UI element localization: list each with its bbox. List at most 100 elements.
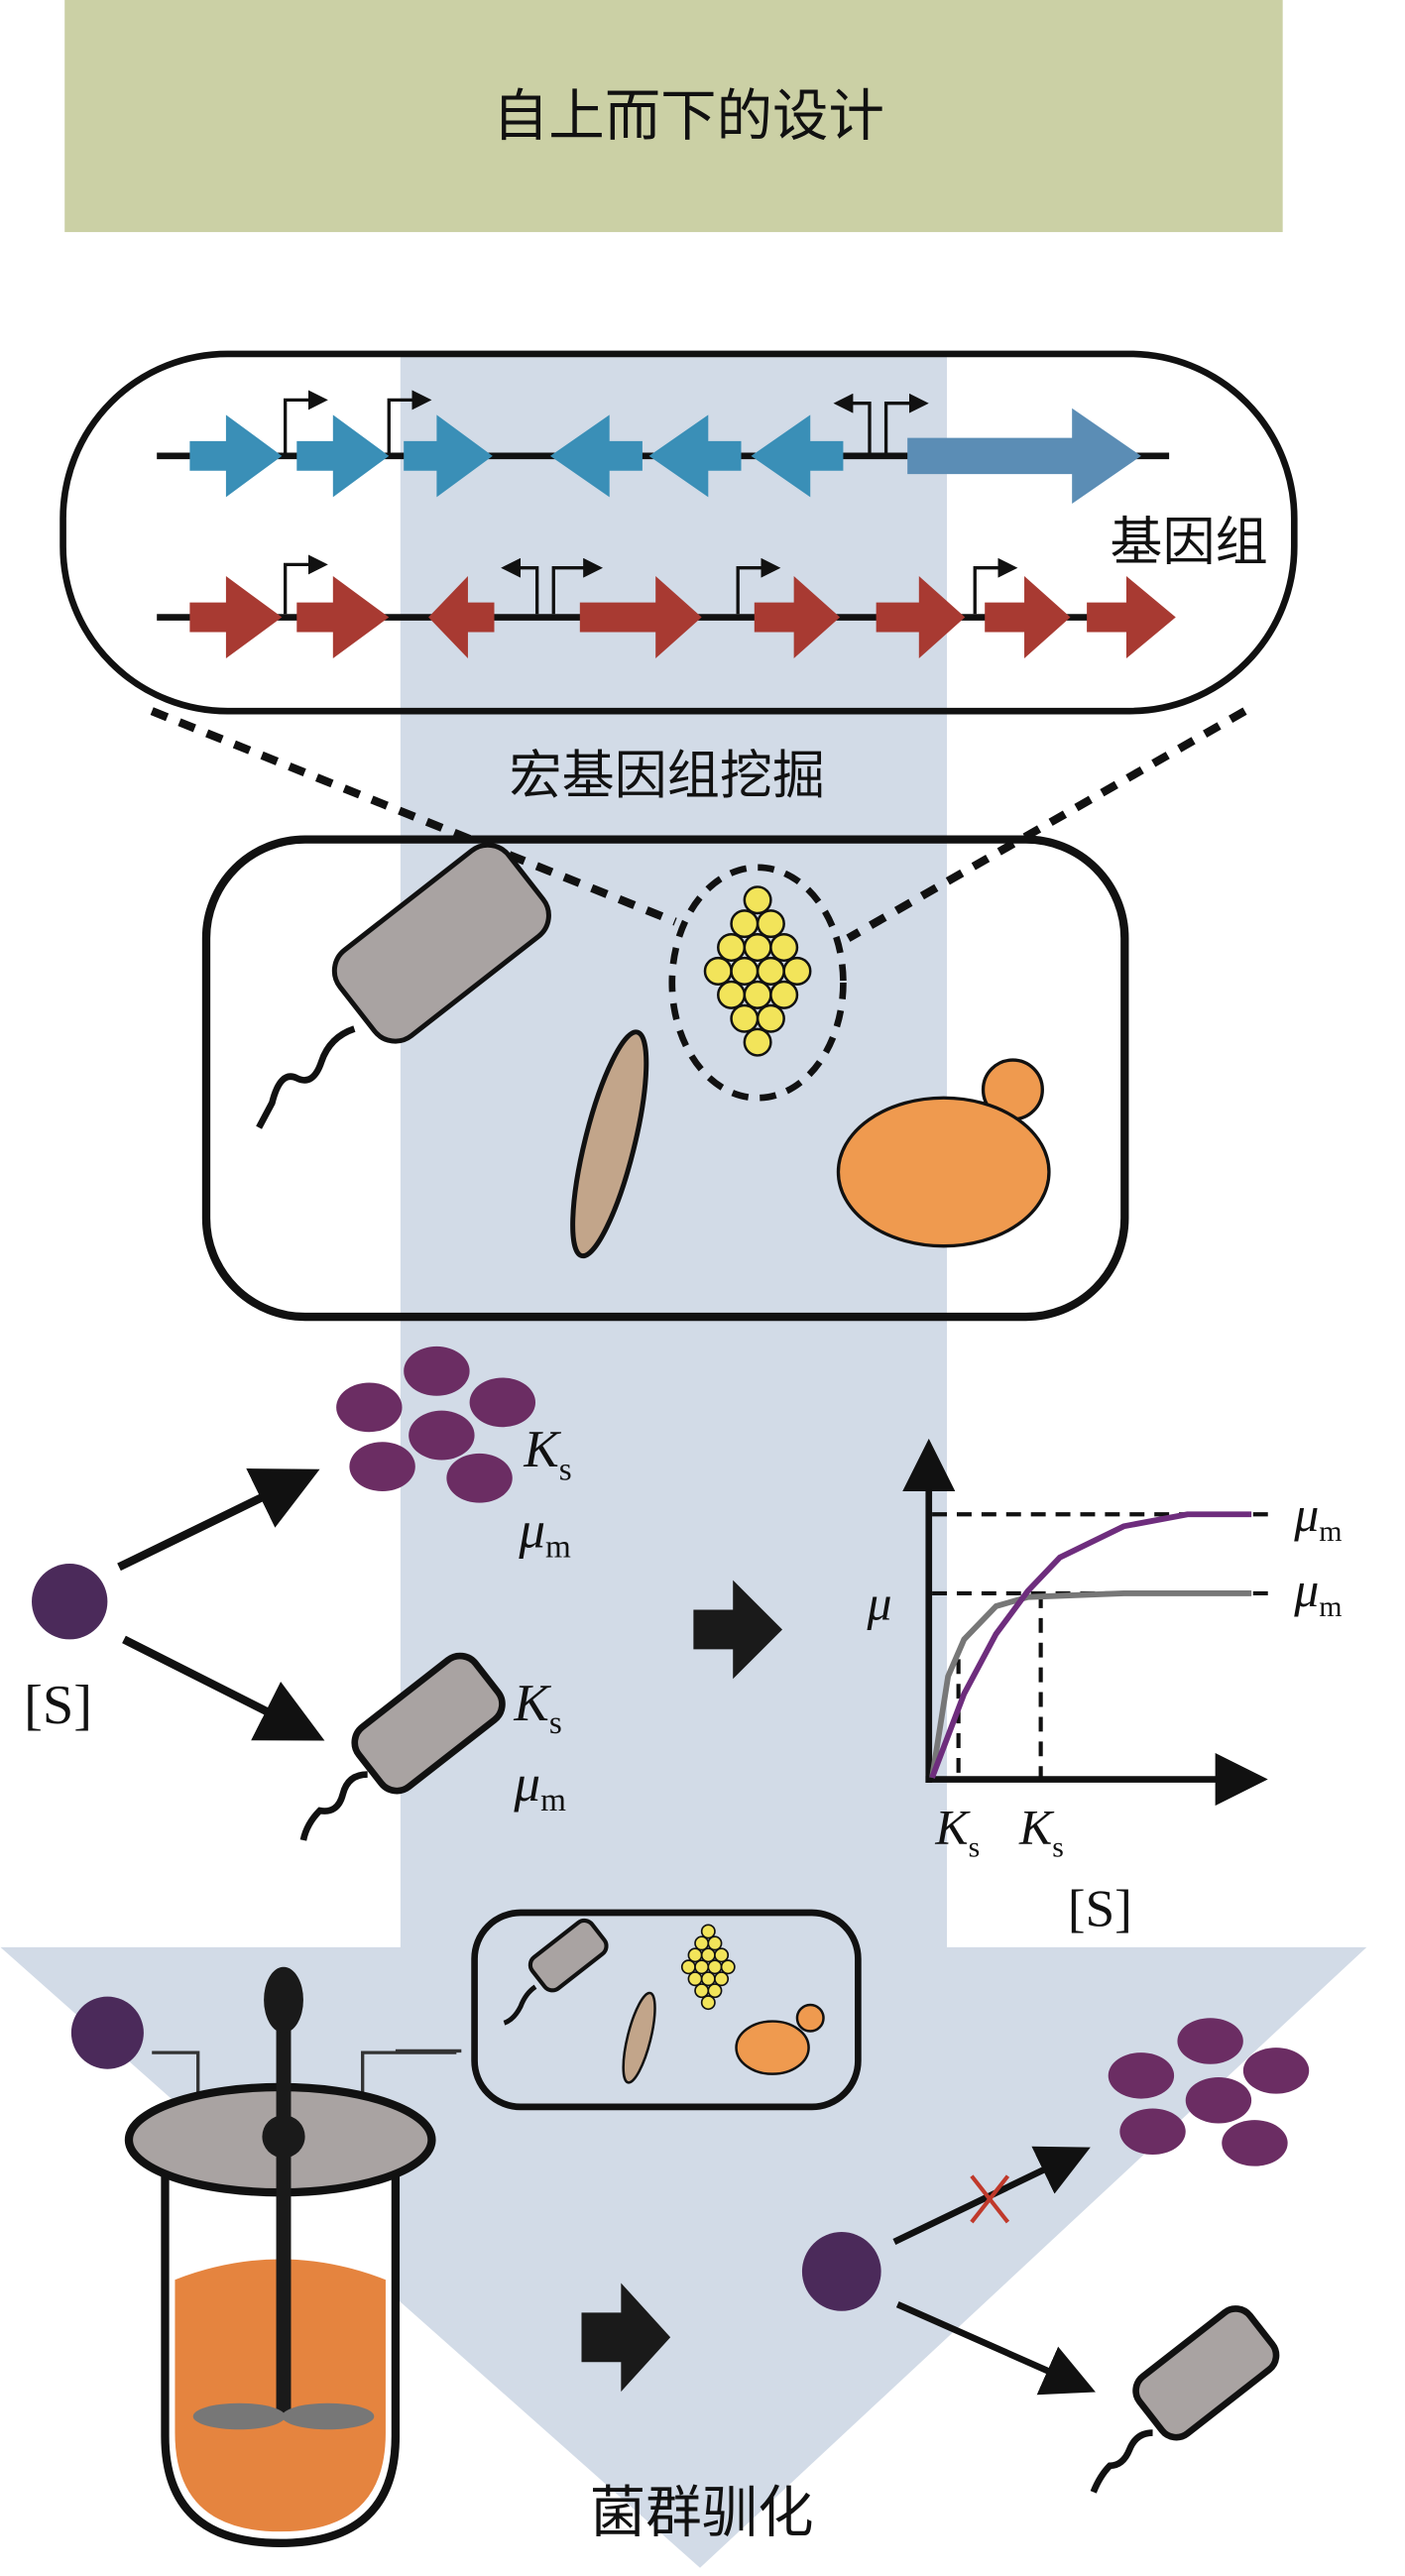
purple-cluster xyxy=(336,1346,536,1503)
coccus-cell xyxy=(743,933,772,963)
gene-arrow xyxy=(1087,576,1176,659)
coccus-cell xyxy=(782,956,812,986)
monod-chart: μ [S] Ks Ks μm μm xyxy=(866,1438,1343,1937)
series-line-purple xyxy=(929,1511,1252,1779)
gene-arrow xyxy=(754,576,841,659)
workflow-band-arrow xyxy=(0,353,1367,2568)
genome-row-1 xyxy=(157,390,1170,504)
coccus-cell xyxy=(743,885,772,915)
enrichment-label: 菌群驯化 xyxy=(590,2481,814,2545)
coccus-cell xyxy=(700,1947,716,1963)
svg-text:Ks: Ks xyxy=(523,1421,571,1487)
promoter-icon xyxy=(833,393,872,453)
y-axis-label: μ xyxy=(866,1577,891,1631)
gene-arrow xyxy=(404,414,493,498)
promoter-icon xyxy=(387,390,432,453)
coccus-cell xyxy=(700,1995,716,2011)
community-capsule xyxy=(201,835,1129,1322)
bioreactor xyxy=(124,1966,436,2547)
coccus-cell xyxy=(743,980,772,1009)
promoter-icon xyxy=(736,557,781,615)
promoter-icon xyxy=(501,557,539,615)
coccus-cluster xyxy=(703,885,812,1057)
genome-capsule xyxy=(59,350,1298,715)
flagellated-bacterium xyxy=(1090,2305,1280,2494)
series-label-gray: μm xyxy=(1293,1563,1342,1623)
inoculum-community-box xyxy=(471,1909,862,2111)
arrow-to-bacterium xyxy=(895,2301,1096,2396)
substrate-label: [S] xyxy=(24,1675,92,1736)
substrate-dot xyxy=(70,1996,144,2069)
coccus-cell xyxy=(694,1959,710,1975)
coccus-cell xyxy=(769,933,799,963)
coccus-cell xyxy=(756,1003,785,1033)
header-banner xyxy=(64,0,1283,233)
promoter-icon xyxy=(284,554,328,615)
mu-label-2: μm xyxy=(513,1755,566,1818)
coccus-cell xyxy=(700,1924,716,1939)
series-line-gray xyxy=(929,1590,1252,1779)
gene-arrow xyxy=(579,576,702,659)
coccus-cell xyxy=(707,1935,723,1951)
coccus-cell xyxy=(730,956,760,986)
coccus-cell xyxy=(769,980,799,1009)
coccus-cell xyxy=(756,909,785,939)
block-arrow xyxy=(693,1580,783,1680)
genome-row-2 xyxy=(157,554,1176,659)
arrow-to-bacterium xyxy=(122,1635,325,1741)
promoter-icon xyxy=(883,393,929,453)
gene-arrow xyxy=(428,576,495,659)
coccus-cell xyxy=(707,1959,723,1975)
coccus-cell xyxy=(707,1983,723,1999)
gene-arrow xyxy=(876,576,966,659)
gene-arrow xyxy=(549,414,643,498)
gene-arrow xyxy=(751,414,844,498)
substrate-dot xyxy=(801,2232,881,2311)
arrow-to-cluster xyxy=(117,1468,320,1572)
gene-arrow-long xyxy=(907,408,1141,504)
promoter-icon xyxy=(284,390,328,453)
coccus-cell xyxy=(680,1959,696,1975)
metagenome-label: 宏基因组挖掘 xyxy=(509,745,825,806)
blocked-cross-icon xyxy=(970,2174,1010,2224)
coccus-cell xyxy=(694,1983,710,1999)
gene-arrow xyxy=(189,414,283,498)
svg-text:μm: μm xyxy=(513,1755,566,1818)
x-tick-ks-2: Ks xyxy=(1018,1800,1064,1863)
purple-cluster xyxy=(1108,2018,1310,2166)
svg-text:μm: μm xyxy=(518,1501,571,1565)
coccus-cell xyxy=(730,1003,760,1033)
x-axis-label: [S] xyxy=(1068,1880,1132,1937)
coccus-cell xyxy=(743,1027,772,1057)
gene-arrow xyxy=(296,576,390,659)
coccus-cell xyxy=(703,956,733,986)
gene-arrow xyxy=(296,414,390,498)
gene-arrow xyxy=(648,414,742,498)
coccus-cluster-outline xyxy=(668,864,847,1102)
coccus-cell xyxy=(687,1971,703,1987)
ks-label-2: Ks xyxy=(513,1675,561,1741)
x-tick-ks-1: Ks xyxy=(934,1800,980,1863)
series-label-purple: μm xyxy=(1293,1487,1342,1548)
coccus-cell xyxy=(720,1959,736,1975)
coccus-cell xyxy=(700,1971,716,1987)
mu-label-1: μm xyxy=(518,1501,571,1565)
zoom-line-left xyxy=(150,707,677,926)
coccus-cell xyxy=(756,956,785,986)
block-arrow xyxy=(581,2283,671,2393)
gene-arrow xyxy=(985,576,1071,659)
rod-cell xyxy=(570,1029,649,1259)
flagellated-bacterium xyxy=(256,842,551,1129)
coccus-cell xyxy=(694,1935,710,1951)
svg-text:Ks: Ks xyxy=(513,1675,561,1741)
flagellated-bacterium xyxy=(299,1652,506,1841)
substrate-dot xyxy=(32,1564,108,1640)
coccus-cell xyxy=(730,909,760,939)
coccus-cell xyxy=(714,1947,730,1963)
coccus-cell xyxy=(687,1947,703,1963)
coccus-cell xyxy=(717,933,747,963)
header-title: 自上而下的设计 xyxy=(493,84,884,149)
gene-arrow xyxy=(189,576,283,659)
coccus-cell xyxy=(717,980,747,1009)
